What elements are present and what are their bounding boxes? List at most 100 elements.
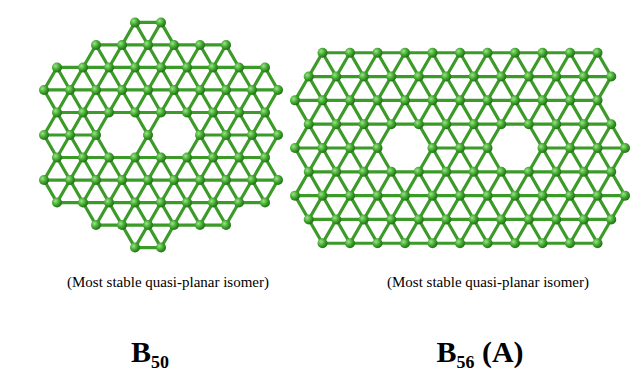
boron-atom [386,72,396,82]
boron-atom [551,72,561,82]
boron-atom [441,72,451,82]
boron-atom [290,143,300,153]
boron-atom [156,243,166,253]
boron-atom [221,85,231,95]
isomer-caption: (Most stable quasi-planar isomer) [67,274,269,291]
boron-atom [318,48,328,58]
boron-atom [441,214,451,224]
boron-atom [221,220,231,230]
boron-atom [386,167,396,177]
boron-atom [182,153,192,163]
boron-atom [620,191,630,201]
boron-atom [345,143,355,153]
boron-atom [304,214,314,224]
boron-atom [441,119,451,129]
boron-atom [565,143,575,153]
boron-atom [510,95,520,105]
boron-atom [260,62,270,72]
boron-atom [117,40,127,50]
boron-atom [156,107,166,117]
boron-atom [510,48,520,58]
boron-atom [414,119,424,129]
boron-atom [579,214,589,224]
boron-atom [130,198,140,208]
boron-atom [260,153,270,163]
boron-atom [593,143,603,153]
boron-atom [208,62,218,72]
boron-atom [455,191,465,201]
boron-atom [195,85,205,95]
boron-atom [593,95,603,105]
boron-atom [156,62,166,72]
boron-atom [91,220,101,230]
boron-atom [221,175,231,185]
boron-atom [52,62,62,72]
boron-atom [469,214,479,224]
boron-atom [606,167,616,177]
boron-atom [359,214,369,224]
boron-atom [386,119,396,129]
boron-atom [318,143,328,153]
boron-atom [538,95,548,105]
boron-atom [78,107,88,117]
boron-atom [65,85,75,95]
boron-atom [195,40,205,50]
boron-atom [290,191,300,201]
boron-atom [318,95,328,105]
boron-atom [130,62,140,72]
boron-atom [143,220,153,230]
boron-atom [496,167,506,177]
boron-atom [455,95,465,105]
boron-atom [273,175,283,185]
boron-atom [221,40,231,50]
boron-atom [606,214,616,224]
boron-atom [565,238,575,248]
boron-atom [331,119,341,129]
boron-atom [169,175,179,185]
boron-atom [483,191,493,201]
boron-atom [538,238,548,248]
boron-atom [182,62,192,72]
boron-atom [620,143,630,153]
boron-atom [428,191,438,201]
b50-cluster [39,17,283,252]
boron-atom [247,85,257,95]
boron-atom [304,72,314,82]
boron-atom [345,48,355,58]
boron-atom [345,191,355,201]
boron-atom [104,107,114,117]
boron-atom [39,175,49,185]
boron-atom [606,119,616,129]
boron-atom [496,214,506,224]
boron-atom [39,85,49,95]
boron-atom [331,214,341,224]
boron-atom [130,107,140,117]
boron-atom [359,72,369,82]
boron-atom [469,72,479,82]
boron-atom [304,119,314,129]
boron-atom [52,153,62,163]
boron-atom [156,198,166,208]
boron-atom [247,175,257,185]
boron-atom [400,238,410,248]
boron-atom [538,191,548,201]
boron-atom [359,167,369,177]
boron-atom [91,175,101,185]
boron-atom [195,130,205,140]
boron-atom [483,48,493,58]
boron-atom [469,119,479,129]
boron-atom [130,17,140,27]
boron-atom [496,72,506,82]
boron-atom [208,107,218,117]
boron-atom [156,153,166,163]
boron-atom [441,167,451,177]
boron-atom [169,85,179,95]
boron-atom [373,238,383,248]
boron-atom [260,107,270,117]
boron-atom [414,214,424,224]
boron-atom [318,191,328,201]
boron-atom [156,17,166,27]
boron-atom [208,198,218,208]
boron-atom [52,107,62,117]
boron-atom [510,191,520,201]
